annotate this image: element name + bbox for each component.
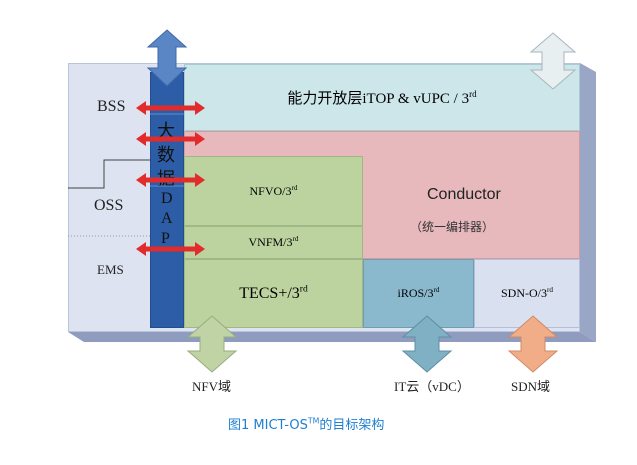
figure-caption: 图1 MICT-OSTM的目标架构	[228, 414, 384, 433]
dap-top-double-arrow	[146, 29, 188, 87]
tecs-label: TECS+/3	[239, 284, 300, 302]
nfvo-label: NFVO/3	[249, 183, 292, 198]
caption-tm: TM	[307, 416, 320, 426]
red-arrow-vnfm	[136, 242, 205, 256]
sdn-o-box: SDN-O/3rd	[474, 259, 580, 328]
red-arrow-nfvo	[136, 173, 205, 187]
sdn-o-label: SDN-O/3	[500, 286, 547, 300]
iros-label: iROS/3	[397, 286, 434, 300]
caption-prefix: 图1 MICT-OS	[228, 418, 308, 433]
nfvo-box: NFVO/3rd	[184, 156, 363, 226]
vnfm-sup: rd	[292, 235, 299, 243]
vnfm-label: VNFM/3	[248, 235, 293, 249]
nfvo-sup: rd	[291, 183, 298, 192]
nfv-double-arrow	[186, 315, 238, 373]
dap-char-6: P	[161, 230, 170, 247]
red-arrow-capability	[136, 132, 205, 146]
tecs-box: TECS+/3rd	[184, 259, 363, 328]
it-double-arrow	[401, 315, 453, 373]
conductor-label: Conductor	[427, 186, 501, 203]
sdn-double-arrow	[507, 315, 559, 373]
ems-label: EMS	[97, 262, 124, 277]
it-cloud-domain-label: IT云（vDC）	[394, 379, 470, 394]
iros-sup: rd	[433, 286, 440, 294]
caption-suffix: 的目标架构	[319, 418, 385, 433]
nfv-domain-label: NFV域	[192, 379, 232, 394]
oss-label: OSS	[94, 197, 124, 214]
conductor-sub-label: （统一编排器）	[410, 220, 495, 234]
dap-char-2: 数	[157, 145, 175, 166]
sdn-o-sup: rd	[547, 286, 553, 294]
dap-char-4: D	[161, 190, 173, 207]
top-right-double-arrow	[529, 32, 577, 90]
bss-label: BSS	[97, 98, 126, 115]
capability-open-layer: 能力开放层iTOP & vUPC / 3rd	[184, 64, 580, 131]
sdn-domain-label: SDN域	[511, 379, 551, 394]
dap-char-5: A	[161, 210, 173, 227]
tecs-sup: rd	[299, 283, 308, 295]
capability-open-sup: rd	[469, 89, 477, 99]
dap-bar	[150, 72, 184, 328]
capability-open-label: 能力开放层iTOP & vUPC / 3	[287, 91, 470, 107]
red-arrow-bss	[136, 101, 205, 115]
vnfm-box: VNFM/3rd	[184, 226, 363, 259]
